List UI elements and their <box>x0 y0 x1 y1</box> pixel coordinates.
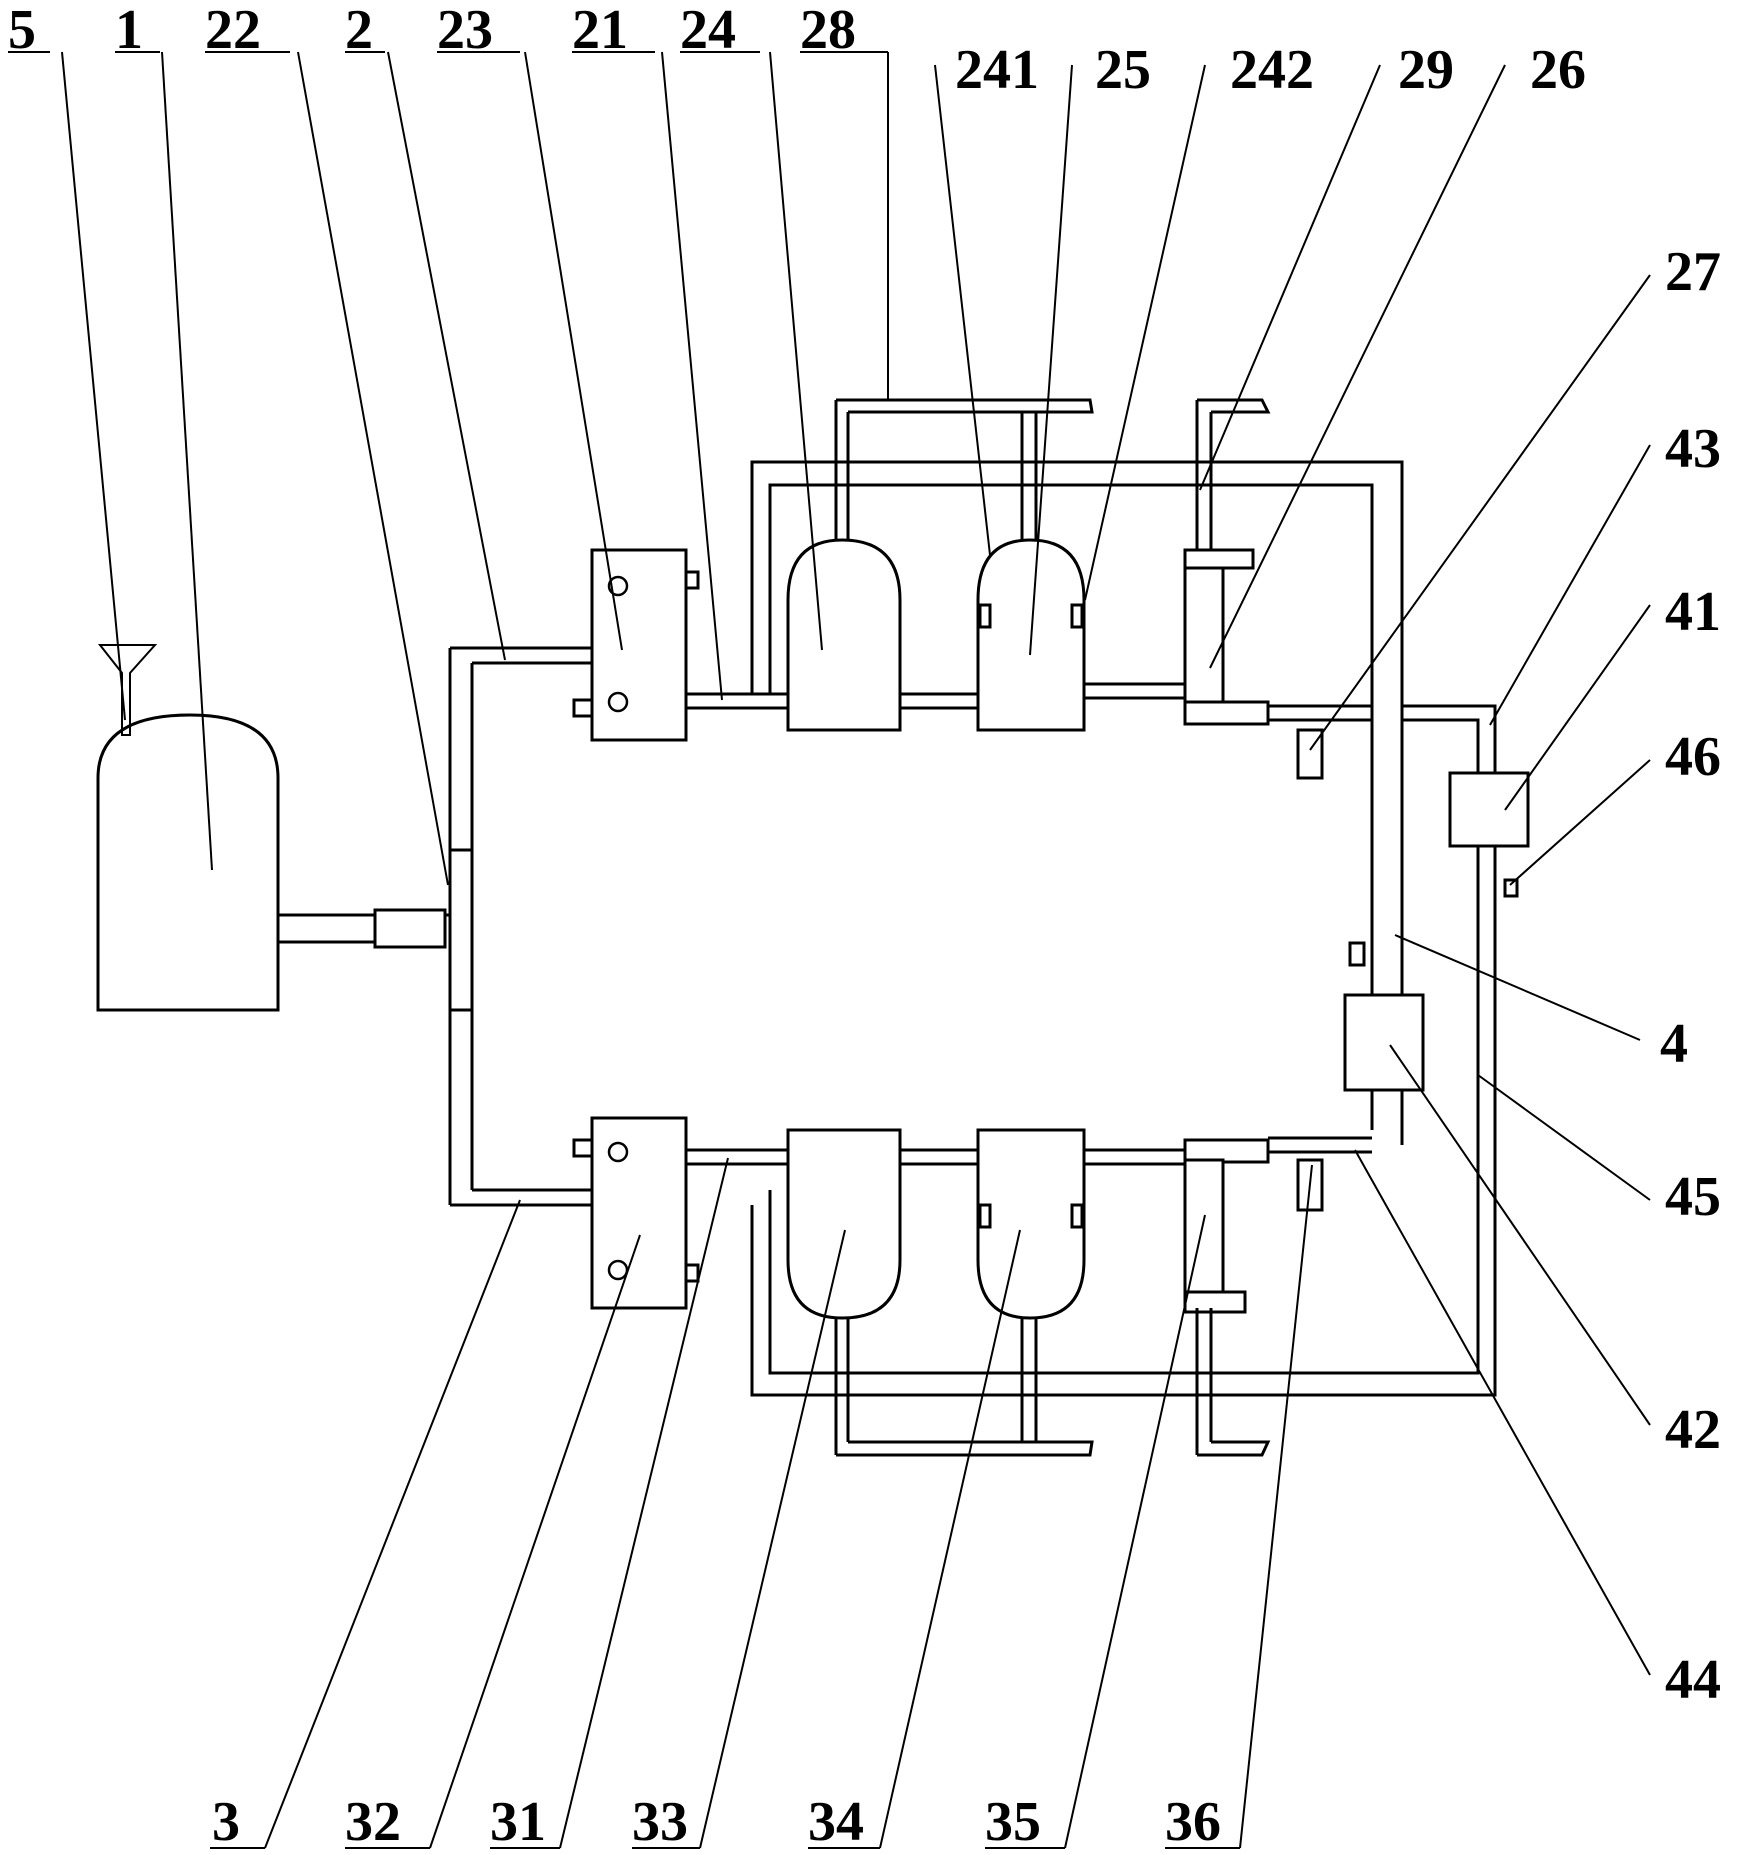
label-22: 22 <box>205 0 261 61</box>
sensor-27 <box>1296 728 1324 780</box>
leader-lines <box>8 51 1651 1849</box>
sensor-36 <box>1296 1158 1324 1212</box>
lower-header <box>836 1440 1094 1457</box>
pump-31 <box>572 1116 700 1310</box>
valve-35 <box>1183 1138 1271 1457</box>
label-4: 4 <box>1660 1013 1688 1075</box>
label-1: 1 <box>115 0 143 61</box>
label-45: 45 <box>1665 1166 1721 1228</box>
labels: 5 1 22 2 23 21 24 28 241 25 242 29 26 27… <box>8 0 1721 1853</box>
label-2: 2 <box>345 0 373 61</box>
tank-1 <box>96 713 450 1012</box>
label-23: 23 <box>437 0 493 61</box>
vessel-33 <box>786 1128 902 1455</box>
vessel-34 <box>976 1128 1086 1442</box>
label-35: 35 <box>985 1791 1041 1853</box>
label-42: 42 <box>1665 1399 1721 1461</box>
label-46: 46 <box>1665 726 1721 788</box>
vessel-25 <box>976 412 1086 732</box>
label-28: 28 <box>800 0 856 61</box>
label-31: 31 <box>490 1791 546 1853</box>
label-43: 43 <box>1665 418 1721 480</box>
label-3: 3 <box>212 1791 240 1853</box>
pump-21 <box>572 548 700 742</box>
label-241: 241 <box>955 39 1039 101</box>
label-29: 29 <box>1398 39 1454 101</box>
label-26: 26 <box>1530 39 1586 101</box>
label-34: 34 <box>808 1791 864 1853</box>
label-41: 41 <box>1665 581 1721 643</box>
label-242: 242 <box>1230 39 1314 101</box>
label-25: 25 <box>1095 39 1151 101</box>
label-33: 33 <box>632 1791 688 1853</box>
label-36: 36 <box>1165 1791 1221 1853</box>
left-manifold <box>448 646 592 1207</box>
filter-41 <box>1448 771 1530 898</box>
label-44: 44 <box>1665 1649 1721 1711</box>
valve-26 <box>1183 398 1271 726</box>
label-27: 27 <box>1665 241 1721 303</box>
label-32: 32 <box>345 1791 401 1853</box>
label-21: 21 <box>572 0 628 61</box>
label-24: 24 <box>680 0 736 61</box>
funnel-5 <box>97 644 158 736</box>
header-28 <box>836 398 1094 414</box>
upper-pipes <box>686 460 1497 1397</box>
label-5: 5 <box>8 0 36 61</box>
unit-42 <box>1343 941 1425 1092</box>
lower-pipes <box>686 1136 1372 1166</box>
